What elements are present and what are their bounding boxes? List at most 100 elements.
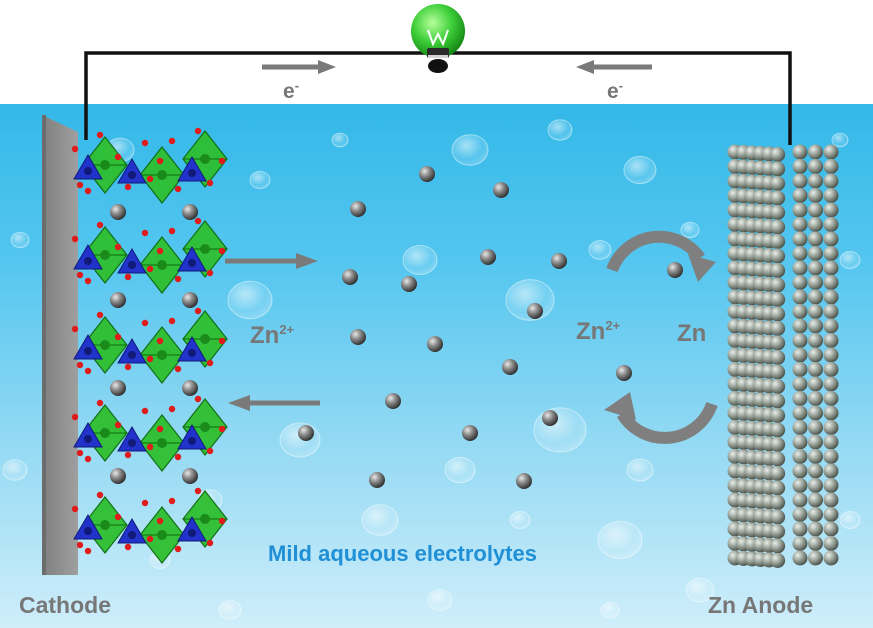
oxygen-atom — [71, 145, 79, 153]
zn-atom — [823, 159, 839, 174]
zn-atom — [792, 376, 808, 392]
water-droplet — [839, 251, 861, 269]
zn-atom — [792, 536, 808, 551]
oxygen-atom — [194, 487, 202, 495]
zn-atom — [808, 405, 823, 421]
zn-atom — [823, 536, 839, 551]
zn-atom — [823, 217, 839, 232]
zn-atom — [792, 347, 808, 363]
oxygen-atom — [84, 455, 92, 463]
zn-ions — [298, 166, 683, 489]
zn-ion — [350, 201, 366, 217]
zn-atom — [808, 246, 823, 261]
zn-atom — [823, 318, 839, 334]
water-droplet — [839, 511, 861, 529]
oxygen-atom — [84, 187, 92, 195]
zn-ion — [516, 473, 532, 489]
zn-atom — [792, 144, 808, 160]
oxygen-atom — [168, 497, 176, 505]
phosphorus-atom — [84, 347, 92, 355]
zn-atom — [770, 205, 786, 220]
zn-atom — [808, 202, 823, 218]
zn-ion — [462, 425, 478, 441]
zn-ion — [419, 166, 435, 182]
zn-atom — [823, 362, 839, 377]
phosphorus-atom — [84, 435, 92, 443]
metal-atom — [157, 260, 167, 270]
oxygen-atom — [168, 317, 176, 325]
oxygen-atom — [218, 157, 226, 165]
zn-anode-block — [727, 144, 839, 568]
oxygen-atom — [76, 541, 84, 549]
zn-atom — [770, 480, 786, 496]
zn-atom — [792, 420, 808, 435]
oxygen-atom — [174, 453, 182, 461]
metal-atom — [200, 334, 210, 344]
metal-atom — [200, 244, 210, 254]
oxygen-atom — [174, 185, 182, 193]
zn-atom — [792, 333, 808, 348]
electron-label-left: e- — [283, 78, 300, 103]
zn-atom — [770, 495, 786, 510]
zn-atom — [792, 434, 808, 450]
zn-atom — [808, 521, 823, 537]
zn-atom — [823, 449, 839, 464]
water-droplet — [685, 577, 715, 603]
zn-atom — [770, 306, 786, 322]
oxygen-atom — [114, 513, 122, 521]
oxygen-atom — [96, 399, 104, 407]
oxygen-atom — [206, 447, 214, 455]
zn-atom — [770, 190, 786, 206]
oxygen-atom — [141, 229, 149, 237]
oxygen-atom — [71, 505, 79, 513]
oxygen-atom — [84, 277, 92, 285]
zn-atom — [808, 275, 823, 290]
oxygen-atom — [146, 443, 154, 451]
zn-ion — [480, 249, 496, 265]
oxygen-atom — [84, 547, 92, 555]
phosphorus-atom — [188, 529, 196, 537]
oxygen-atom — [218, 337, 226, 345]
oxygen-atom — [96, 311, 104, 319]
zn-atom — [823, 463, 839, 479]
zn-atom — [792, 275, 808, 290]
metal-atom — [200, 154, 210, 164]
oxygen-atom — [76, 181, 84, 189]
zn-atom — [792, 202, 808, 218]
zn-atom — [792, 231, 808, 247]
zn-atom — [792, 246, 808, 261]
oxygen-atom — [76, 449, 84, 457]
oxygen-atom — [156, 337, 164, 345]
zn-atom — [823, 333, 839, 348]
zn-ion — [493, 182, 509, 198]
metal-atom — [200, 514, 210, 524]
oxygen-atom — [156, 517, 164, 525]
water-droplet — [623, 155, 657, 185]
water-droplet — [402, 245, 438, 275]
oxygen-atom — [124, 363, 132, 371]
oxygen-atom — [124, 273, 132, 281]
zn-atom — [770, 553, 786, 568]
oxygen-atom — [141, 407, 149, 415]
oxygen-atom — [156, 425, 164, 433]
water-droplet — [227, 280, 273, 320]
water-droplet — [680, 221, 700, 239]
oxygen-atom — [71, 413, 79, 421]
metal-atom — [100, 250, 110, 260]
water-droplet — [831, 132, 849, 148]
oxygen-atom — [141, 499, 149, 507]
zn-atom — [792, 289, 808, 305]
zn-atom — [808, 362, 823, 377]
zn-atom — [770, 292, 786, 307]
zn-atom — [792, 159, 808, 174]
oxygen-atom — [146, 535, 154, 543]
zn-atom — [808, 507, 823, 522]
oxygen-atom — [168, 137, 176, 145]
cycle-arrow-bottom-icon — [604, 392, 718, 444]
zn-atom — [823, 347, 839, 363]
zn-atom — [823, 144, 839, 160]
water-droplet — [10, 231, 30, 249]
zn-ion-arrow-in — [228, 395, 320, 411]
zn-atom — [792, 550, 808, 566]
